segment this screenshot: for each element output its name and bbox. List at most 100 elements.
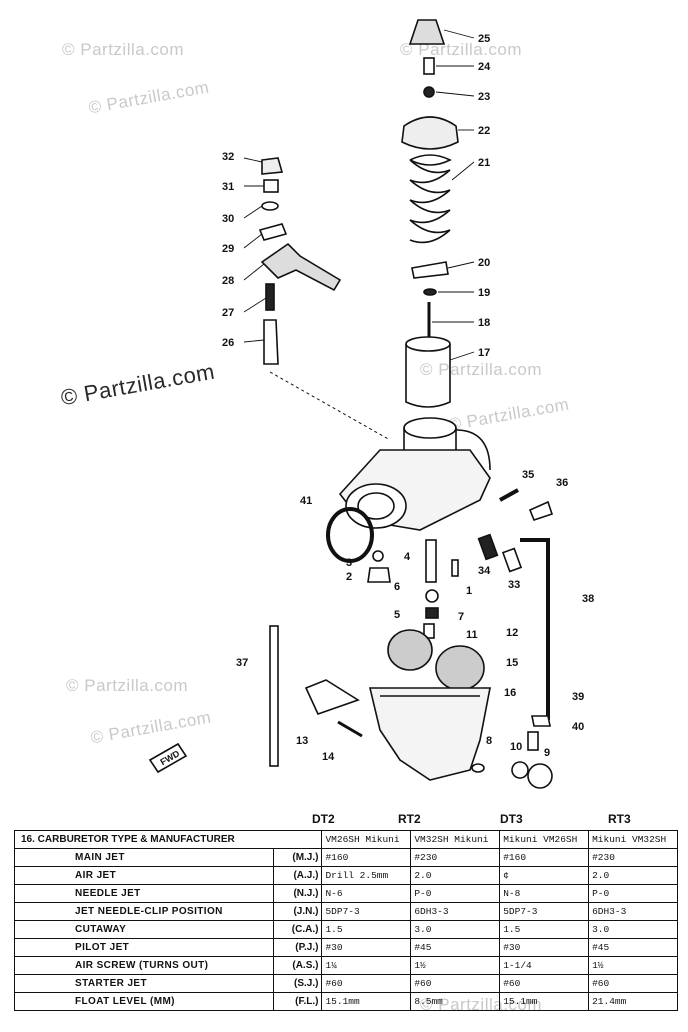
spec-value: #60 (588, 974, 678, 993)
spec-value: #60 (321, 974, 412, 993)
callout-4: 4 (404, 551, 411, 563)
spec-value: #160 (499, 848, 590, 867)
spec-label: JET NEEDLE-CLIP POSITION (13, 902, 275, 921)
callout-31: 31 (222, 181, 234, 193)
spec-abbr: (J.N.) (273, 902, 323, 921)
part-33-screw (501, 547, 523, 573)
callout-23: 23 (478, 91, 490, 103)
spec-label: CUTAWAY (13, 920, 275, 939)
part-7-valve-seat (423, 623, 435, 639)
spec-value: 21.4mm (588, 992, 678, 1011)
spec-value: 3.0 (588, 920, 678, 939)
part-27-spring (265, 283, 275, 311)
spec-value: #60 (410, 974, 501, 993)
spec-value: 1½ (410, 956, 501, 975)
part-41-o-ring (326, 507, 374, 563)
spec-value: N-8 (499, 884, 590, 903)
callout-2: 2 (346, 571, 352, 583)
model-header-dt3: DT3 (500, 812, 523, 826)
part-16-float-chamber (368, 687, 491, 781)
spec-value: 15.1mm (499, 992, 590, 1011)
part-21-spring (409, 154, 452, 244)
spec-value: #230 (588, 848, 678, 867)
callout-14: 14 (322, 751, 335, 763)
callout-13: 13 (296, 735, 308, 747)
spec-value: 1¼ (321, 956, 412, 975)
callout-38: 38 (582, 593, 594, 605)
spec-value: 15.1mm (321, 992, 412, 1011)
spec-value: 6DH3-3 (410, 902, 501, 921)
callout-22: 22 (478, 125, 490, 137)
callout-18: 18 (478, 317, 490, 329)
spec-abbr: (M.J.) (273, 848, 323, 867)
part-23-washer (423, 86, 435, 98)
part-17-throttle-valve (405, 336, 451, 408)
spec-value: Drill 2.5mm (321, 866, 412, 885)
spec-value: #60 (499, 974, 590, 993)
type-rt3: Mikuni VM32SH (588, 830, 678, 849)
part-19-clip (423, 288, 437, 296)
callout-25: 25 (478, 33, 490, 45)
callout-26: 26 (222, 337, 234, 349)
type-dt2: VM26SH Mikuni (321, 830, 412, 849)
model-header-rt3: RT3 (608, 812, 631, 826)
spec-value: #30 (499, 938, 590, 957)
callout-39: 39 (572, 691, 584, 703)
part-8-gasket (471, 763, 485, 773)
callout-8: 8 (486, 735, 492, 747)
callout-9: 9 (544, 747, 550, 759)
spec-value: 8.5mm (410, 992, 501, 1011)
spec-abbr: (F.L.) (273, 992, 323, 1011)
part-38-overflow-tube (520, 538, 550, 720)
spec-abbr: (A.J.) (273, 866, 323, 885)
part-39-clip (531, 715, 551, 727)
watermark: © Partzilla.com (66, 676, 189, 695)
part-29-lever-plate (258, 223, 288, 241)
part-3-washer (372, 550, 384, 562)
table-title: 16. CARBURETOR TYPE & MANUFACTURER (13, 830, 323, 849)
spec-value: #160 (321, 848, 412, 867)
callout-33: 33 (508, 579, 520, 591)
callout-10: 10 (510, 741, 522, 753)
spec-value: #30 (321, 938, 412, 957)
spec-value: P-0 (588, 884, 678, 903)
table-row: MAIN JET(M.J.)#160#230#160#230 (13, 848, 678, 867)
spec-label: PILOT JET (13, 938, 275, 957)
spec-abbr: (C.A.) (273, 920, 323, 939)
spec-label: AIR JET (13, 866, 275, 885)
callout-37: 37 (236, 657, 248, 669)
spec-value: 1½ (588, 956, 678, 975)
part-34-spring (477, 533, 499, 561)
callout-40: 40 (572, 721, 584, 733)
table-row: PILOT JET(P.J.)#30#45#30#45 (13, 938, 678, 957)
part-14-pin (337, 720, 363, 738)
spec-value: 2.0 (588, 866, 678, 885)
spec-value: N-6 (321, 884, 412, 903)
part-20-clip-plate (411, 261, 449, 279)
carburetor-body (338, 417, 491, 531)
part-2-plug (367, 567, 391, 583)
part-35-spring (499, 488, 519, 502)
fwd-arrow (148, 742, 188, 774)
spec-label: MAIN JET (13, 848, 275, 867)
callout-36: 36 (556, 477, 568, 489)
callout-7: 7 (458, 611, 464, 623)
spec-value: 5DP7-3 (321, 902, 412, 921)
type-rt2: VM32SH Mikuni (410, 830, 501, 849)
spec-label: FLOAT LEVEL (MM) (13, 992, 275, 1011)
carburetor-spec-table: 16. CARBURETOR TYPE & MANUFACTURER VM26S… (13, 830, 678, 1011)
callout-30: 30 (222, 213, 234, 225)
spec-abbr: (N.J.) (273, 884, 323, 903)
part-36-screw (528, 500, 554, 521)
callout-1: 1 (466, 585, 472, 597)
table-row: STARTER JET(S.J.)#60#60#60#60 (13, 974, 678, 993)
spec-value: 6DH3-3 (588, 902, 678, 921)
part-26-plunger (263, 319, 279, 365)
callout-5: 5 (394, 609, 400, 621)
callout-3: 3 (346, 557, 352, 569)
